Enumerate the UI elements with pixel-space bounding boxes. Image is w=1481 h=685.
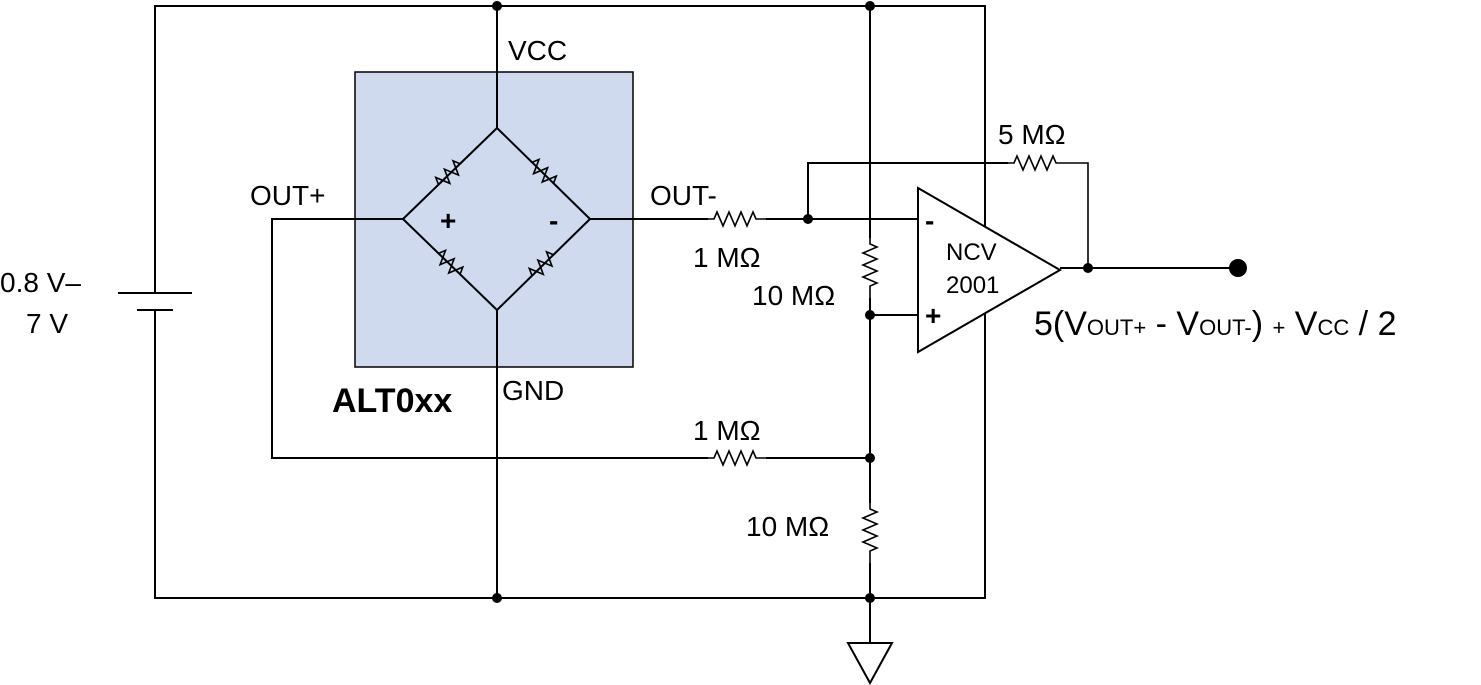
formula-sub-cc: CC [1317,315,1349,340]
bridge-resistor-upper-right [527,157,560,190]
formula-sub-out-minus: OUT- [1199,315,1252,340]
formula-prefix: 5(V [1034,305,1087,343]
formula-v: V [1285,305,1317,343]
resistor-bias-bottom-label: 10 MΩ [746,511,829,542]
out-plus-wire [271,218,708,459]
ground-icon [846,642,894,685]
resistor-bias-bottom [860,503,880,563]
junction-dots [492,1,1093,603]
bridge-resistor-lower-right [527,248,560,281]
resistor-bias-top-label: 10 MΩ [752,280,835,311]
bridge-plus-label: + [440,205,456,236]
formula-mid: - V [1146,305,1199,343]
bridge-resistor-lower-left [433,248,467,281]
bridge-resistor-upper-left [433,157,467,190]
resistor-input-minus [708,209,766,229]
formula-sub-out-plus: OUT+ [1087,315,1146,340]
resistor-feedback [1008,153,1089,268]
feedback-wire [807,162,1008,219]
sensor-name: ALT0xx [332,382,452,420]
resistor-feedback-label: 5 MΩ [998,119,1066,150]
out-plus-label: OUT+ [250,180,325,211]
bridge [402,127,591,311]
output-terminal [1229,259,1247,277]
resistor-bias-top [860,238,880,298]
supply-voltage-line1: 0.8 V– [0,267,81,298]
resistor-input-minus-label: 1 MΩ [693,242,761,273]
bridge-minus-label: - [549,205,558,236]
amplifier-name-line2: 2001 [946,272,999,299]
formula-plus: + [1272,315,1285,340]
noninverting-input-sign: + [925,300,941,331]
out-minus-label: OUT- [650,180,717,211]
op-amp [917,186,1062,354]
formula-close: ) [1252,305,1273,343]
supply-voltage-line2: 7 V [26,308,68,339]
output-formula: 5(VOUT+ - VOUT-) + VCC / 2 [1034,305,1396,343]
gnd-label: GND [502,375,564,406]
amplifier-name-line1: NCV [946,239,997,266]
formula-tail: / 2 [1349,305,1396,343]
resistor-input-plus-label: 1 MΩ [693,415,761,446]
resistor-input-plus [708,448,766,468]
inverting-input-sign: - [925,205,934,236]
vcc-label: VCC [508,35,567,66]
